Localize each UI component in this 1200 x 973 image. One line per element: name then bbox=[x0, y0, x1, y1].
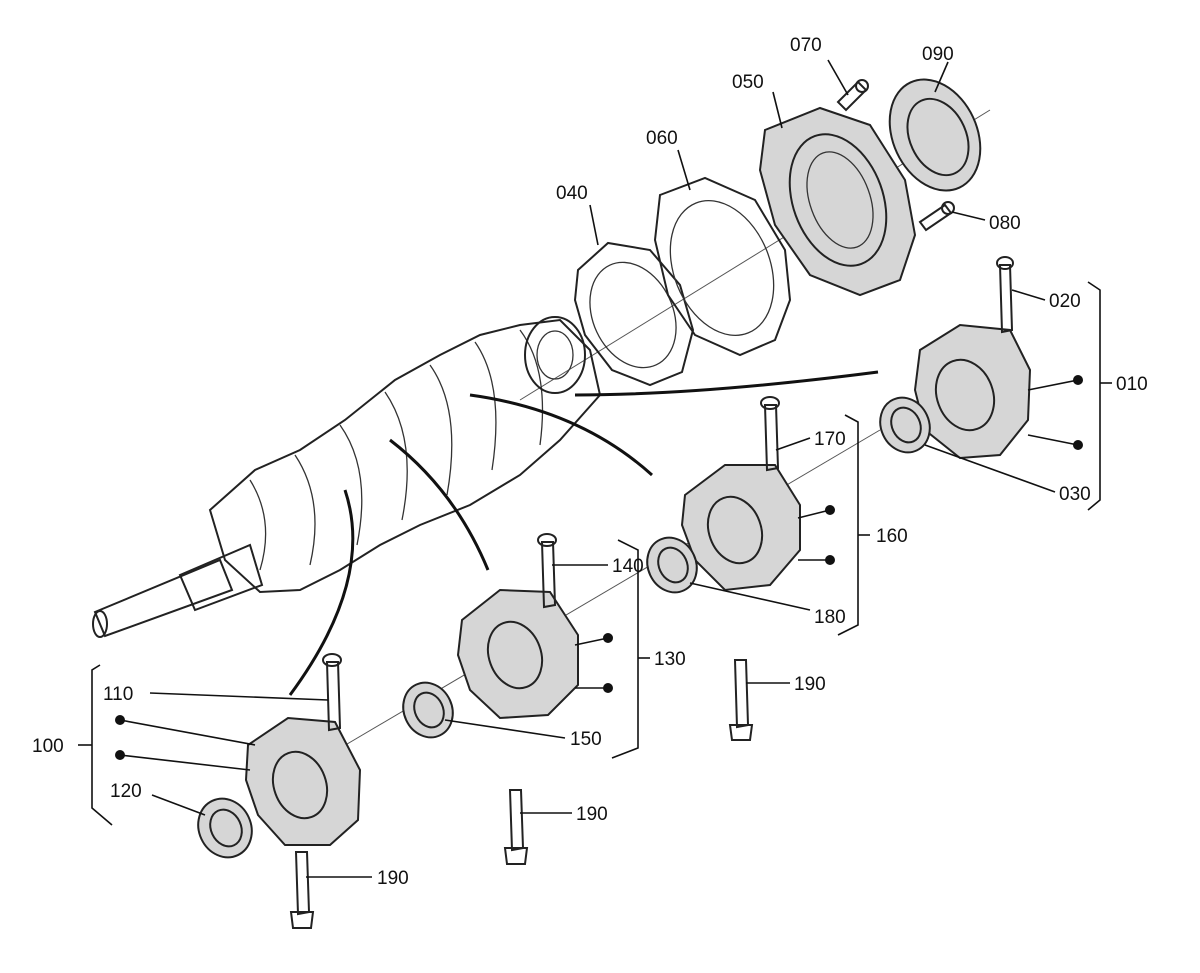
bolt-190-a bbox=[503, 789, 529, 865]
bolt-190-b bbox=[728, 659, 754, 741]
bearing-shell-180 bbox=[646, 536, 698, 594]
callout-090: 090 bbox=[922, 44, 954, 65]
callout-010: 010 bbox=[1116, 374, 1148, 395]
callout-070: 070 bbox=[790, 35, 822, 56]
crankshaft bbox=[92, 316, 602, 638]
group-brackets bbox=[78, 281, 1112, 826]
bearing-shell-030 bbox=[879, 396, 931, 454]
cover-050 bbox=[758, 106, 917, 297]
callout-050: 050 bbox=[732, 72, 764, 93]
gasket-040 bbox=[573, 241, 695, 387]
bearing-cap-100 bbox=[244, 653, 362, 846]
bearing-cap-130 bbox=[456, 533, 579, 720]
callout-040: 040 bbox=[556, 183, 588, 204]
callout-080: 080 bbox=[989, 213, 1021, 234]
callout-110: 110 bbox=[103, 684, 133, 705]
bolt-190-c bbox=[289, 851, 315, 929]
seal-strips bbox=[288, 370, 879, 696]
callout-060: 060 bbox=[646, 128, 678, 149]
callout-030: 030 bbox=[1059, 484, 1091, 505]
callout-130: 130 bbox=[654, 649, 686, 670]
bearing-cap-160 bbox=[680, 396, 801, 592]
bearing-shell-120 bbox=[197, 797, 253, 859]
callout-100: 100 bbox=[32, 736, 64, 757]
callout-labels: 010 020 030 040 050 060 070 080 090 100 … bbox=[32, 35, 1148, 889]
leader-lines bbox=[119, 59, 1079, 878]
bearing-shell-150 bbox=[402, 681, 454, 739]
bolt-070 bbox=[836, 79, 869, 112]
seal-ring-090 bbox=[888, 78, 982, 192]
callout-160: 160 bbox=[876, 526, 908, 547]
bearing-cap-010 bbox=[913, 256, 1032, 460]
callout-170: 170 bbox=[814, 429, 846, 450]
gasket-060 bbox=[653, 176, 792, 357]
callout-020: 020 bbox=[1049, 291, 1081, 312]
callout-190-a: 190 bbox=[576, 804, 608, 825]
reference-dots bbox=[115, 375, 1083, 760]
callout-150: 150 bbox=[570, 729, 602, 750]
callout-120: 120 bbox=[110, 781, 142, 802]
callout-180: 180 bbox=[814, 607, 846, 628]
bolt-080 bbox=[918, 201, 955, 232]
callout-140: 140 bbox=[612, 556, 644, 577]
callout-190-c: 190 bbox=[377, 868, 409, 889]
callout-190-b: 190 bbox=[794, 674, 826, 695]
